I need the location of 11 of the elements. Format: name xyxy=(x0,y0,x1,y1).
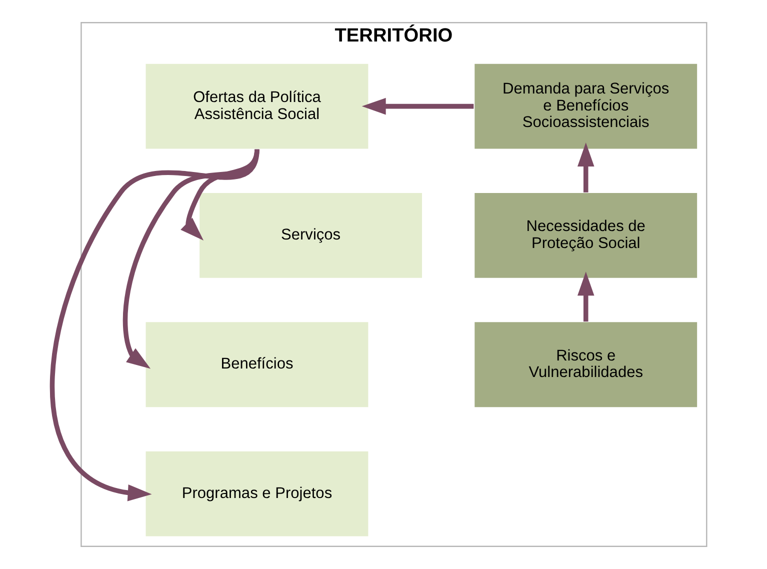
node-box: Ofertas da Política Assistência Social xyxy=(144,62,369,150)
arrow xyxy=(576,142,594,192)
node-box: Demanda para Serviços e Benefícios Socioassistenciais xyxy=(472,62,698,150)
node-box: Programas e Projetos xyxy=(144,450,369,538)
arrow xyxy=(50,149,259,502)
arrow xyxy=(361,98,474,115)
node-box: Benefícios xyxy=(144,320,369,408)
node-box: Serviços xyxy=(198,192,423,280)
node-box: Riscos e Vulnerabilidades xyxy=(472,320,698,408)
node-box: Necessidades de Proteção Social xyxy=(472,192,698,280)
arrow xyxy=(576,272,594,322)
